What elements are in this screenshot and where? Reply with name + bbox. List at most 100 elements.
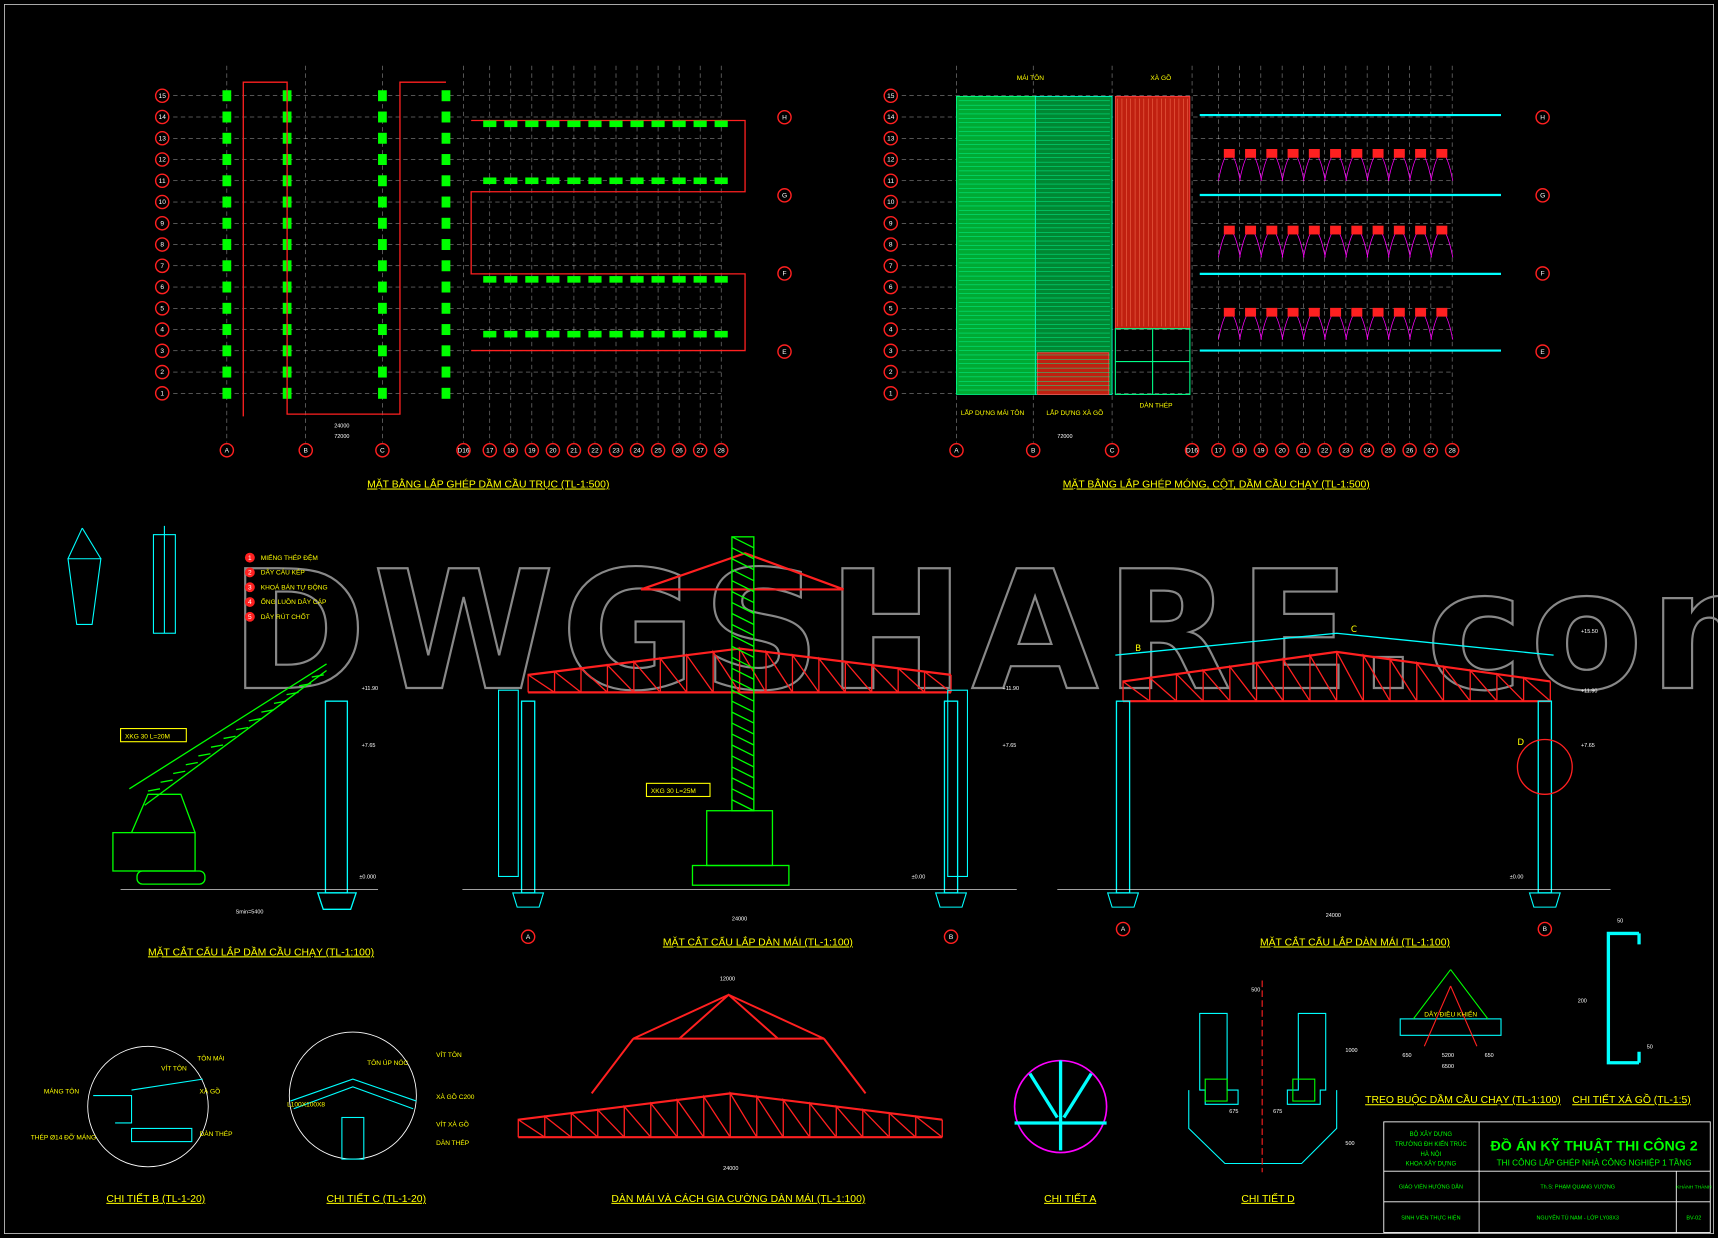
axis-col-24-label: 24 xyxy=(1363,447,1371,454)
axis-col-18-label: 18 xyxy=(507,447,515,454)
axis-col-22-bubble xyxy=(587,442,603,458)
detail-b-label-2: TÔN MÁI xyxy=(197,1054,225,1063)
element-marker xyxy=(1266,148,1278,158)
axis-side-F-bubble xyxy=(1535,266,1550,281)
org-line-4: KHOA XÂY DỰNG xyxy=(1406,1161,1457,1168)
column-marker xyxy=(441,154,451,165)
element-marker xyxy=(1266,307,1278,317)
axis-col-25-bubble xyxy=(1381,442,1396,458)
axis-col-20-label: 20 xyxy=(549,447,557,454)
axis-col-24-bubble xyxy=(1359,442,1375,458)
beam-marker xyxy=(504,330,518,338)
axis-col-25-bubble xyxy=(650,442,666,458)
truss-web xyxy=(597,1108,625,1138)
detail-b-label-4: XÀ GỒ xyxy=(199,1085,220,1095)
column-marker xyxy=(222,217,232,229)
element-marker xyxy=(1245,148,1257,158)
axis-col-27-bubble xyxy=(692,442,708,458)
axis-row-2-bubble xyxy=(883,364,899,380)
axis-row-14-label: 14 xyxy=(159,114,167,121)
truss-web xyxy=(818,656,846,693)
beam-marker xyxy=(588,330,602,338)
truss-web xyxy=(1362,653,1391,702)
sec3-axis-B-label: B xyxy=(1543,926,1548,933)
column-marker xyxy=(441,175,451,187)
axis-row-11-label: 11 xyxy=(159,178,166,185)
legend-item: DÂY RÚT CHỐT xyxy=(261,611,310,621)
axis-col-D16-label: D16 xyxy=(1186,447,1198,454)
hanging-title: TREO BUỘC DẦM CẦU CHẠY (TL-1:100) xyxy=(1365,1093,1561,1106)
axis-col-B-bubble xyxy=(1025,442,1041,458)
hanging-dim-1: 650 xyxy=(1402,1053,1411,1059)
purlin-dim-2: 200 xyxy=(1578,998,1587,1004)
sec2-axis-A-bubble xyxy=(520,929,536,945)
sec3-level-2: +11.90 xyxy=(1581,688,1597,694)
axis-col-D16-bubble xyxy=(456,442,471,458)
element-marker xyxy=(1223,225,1235,235)
element-marker xyxy=(1436,148,1448,158)
axis-col-28-label: 28 xyxy=(718,447,726,454)
element-marker xyxy=(1330,148,1342,158)
advisor-label: GIÁO VIÊN HƯỚNG DẪN xyxy=(1399,1183,1463,1191)
axis-row-3-bubble xyxy=(154,343,170,359)
axis-col-23-bubble xyxy=(608,442,624,458)
axis-col-B-bubble xyxy=(298,442,314,458)
project-subject: THI CÔNG LẮP GHÉP NHÀ CÔNG NGHIỆP 1 TẦNG xyxy=(1497,1158,1692,1168)
truss-web xyxy=(1389,657,1418,702)
truss-web xyxy=(738,646,767,693)
sheet-border xyxy=(4,4,1714,1234)
detail-c xyxy=(288,1031,417,1160)
sec3-axis-A-label: A xyxy=(1121,926,1126,933)
truss-web xyxy=(835,1104,864,1138)
beam-marker xyxy=(588,120,602,128)
legend-number-icon xyxy=(244,597,255,607)
axis-row-4-bubble xyxy=(154,322,170,337)
column-marker xyxy=(222,366,232,378)
detail-d-dim-3: 675 xyxy=(1273,1109,1282,1115)
legend-item: MIẾNG THÉP ĐỆM xyxy=(261,552,318,562)
legend-number: 3 xyxy=(248,584,252,591)
column-marker xyxy=(441,387,451,399)
axis-col-C-label: C xyxy=(380,447,385,454)
sec2-level-1: +11.90 xyxy=(1003,686,1019,692)
axis-row-12-bubble xyxy=(883,152,899,167)
column-marker xyxy=(222,111,232,123)
truss-web xyxy=(729,1091,758,1138)
beam-marker xyxy=(651,330,665,338)
beam-marker xyxy=(567,330,581,338)
truss-web xyxy=(1255,660,1284,702)
beam-marker xyxy=(630,276,644,283)
element-marker xyxy=(1287,148,1299,158)
legend-item: KHOÁ BÁN TỰ ĐỘNG xyxy=(261,582,328,591)
sec3-level-4: ±0.00 xyxy=(1510,875,1524,881)
legend-number: 5 xyxy=(248,614,252,621)
element-marker xyxy=(1308,225,1320,235)
axis-side-H-bubble xyxy=(777,109,792,125)
axis-col-D16-bubble xyxy=(1184,442,1200,458)
beam-marker xyxy=(693,276,707,283)
column-marker xyxy=(378,196,387,208)
beam-marker xyxy=(546,177,560,185)
detail-b-label-5: DÀN THÉP xyxy=(199,1129,233,1138)
hanging-dim-2: 5200 xyxy=(1442,1053,1454,1059)
axis-row-9-bubble xyxy=(883,215,899,231)
axis-row-7-label: 7 xyxy=(889,263,893,270)
hanging-dim-3: 650 xyxy=(1485,1053,1494,1059)
truss-web xyxy=(782,1097,811,1138)
beam-marker xyxy=(588,276,602,283)
legend-number: 4 xyxy=(248,599,252,606)
column-marker xyxy=(222,239,232,251)
truss-web xyxy=(517,1118,546,1138)
axis-side-F-label: F xyxy=(782,271,786,278)
element-marker xyxy=(1266,225,1278,235)
truss-web xyxy=(1122,680,1151,702)
column-marker xyxy=(222,154,232,165)
axis-col-18-bubble xyxy=(503,442,519,458)
element-marker xyxy=(1372,148,1384,158)
element-marker xyxy=(1372,307,1384,317)
footing xyxy=(1106,892,1140,908)
element-marker xyxy=(1330,225,1342,235)
truss-web xyxy=(765,649,793,693)
truss-web xyxy=(1496,672,1525,702)
